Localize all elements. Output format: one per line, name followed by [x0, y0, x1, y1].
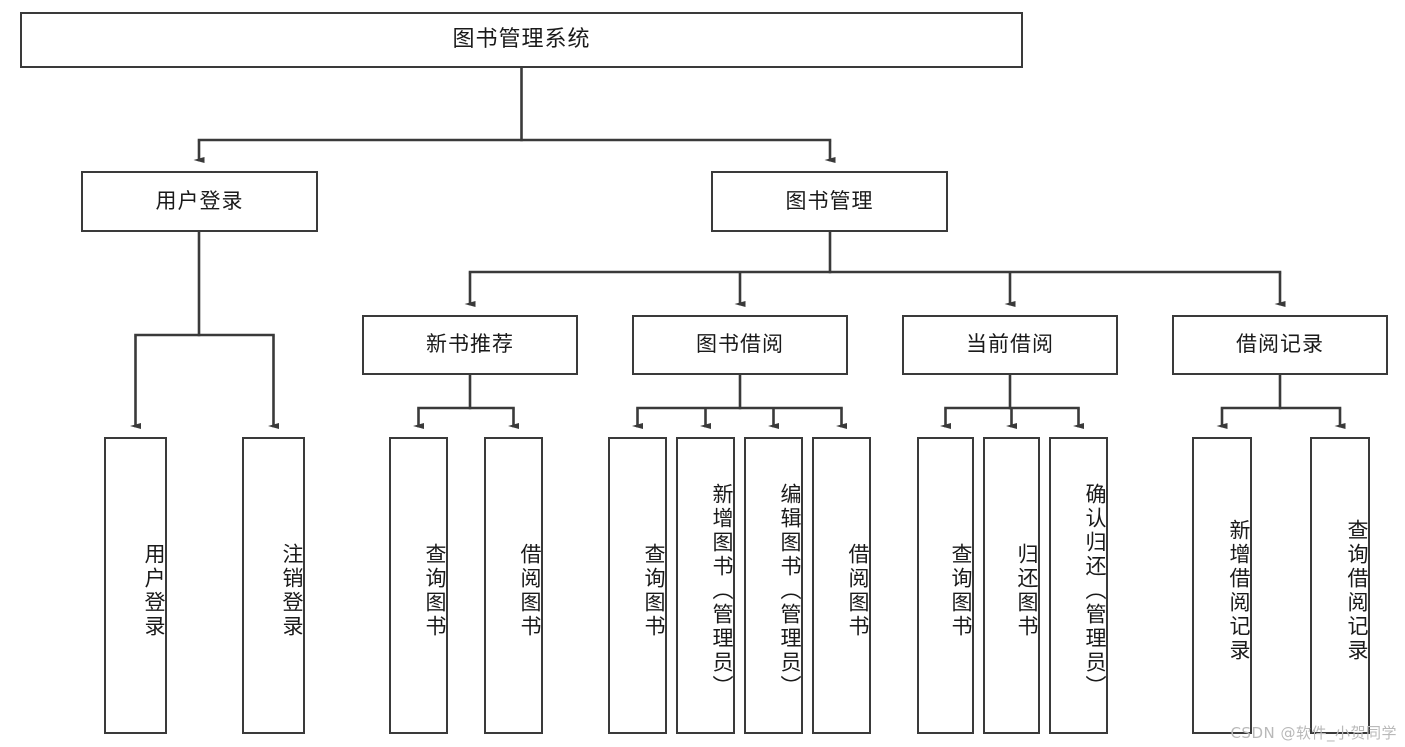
node-borrow-book-2[interactable]: 借阅图书 [812, 437, 871, 734]
leaf-label: 确认归还（管理员） [1083, 482, 1107, 699]
node-borrow-book-1[interactable]: 借阅图书 [484, 437, 543, 734]
node-root-book-management-system[interactable]: 图书管理系统 [20, 12, 1023, 68]
node-user-login[interactable]: 用户登录 [81, 171, 318, 232]
leaf-label: 用户登录 [142, 542, 166, 639]
leaf-label: 查询图书 [423, 542, 447, 639]
node-query-record[interactable]: 查询借阅记录 [1310, 437, 1370, 734]
node-new-book-recommendation[interactable]: 新书推荐 [362, 315, 578, 375]
leaf-label: 归还图书 [1015, 542, 1039, 639]
leaf-label: 新增图书（管理员） [710, 482, 734, 699]
node-query-book-3[interactable]: 查询图书 [917, 437, 974, 734]
watermark-credit: CSDN @软件_小贺同学 [1230, 724, 1397, 742]
leaf-label: 借阅图书 [846, 542, 870, 639]
node-add-book[interactable]: 新增图书（管理员） [676, 437, 735, 734]
node-return-book[interactable]: 归还图书 [983, 437, 1040, 734]
leaf-label: 注销登录 [280, 542, 304, 639]
node-edit-book[interactable]: 编辑图书（管理员） [744, 437, 803, 734]
node-confirm-return[interactable]: 确认归还（管理员） [1049, 437, 1108, 734]
node-query-book-1[interactable]: 查询图书 [389, 437, 448, 734]
node-book-management[interactable]: 图书管理 [711, 171, 948, 232]
leaf-label: 查询图书 [949, 542, 973, 639]
node-add-record[interactable]: 新增借阅记录 [1192, 437, 1252, 734]
node-logout[interactable]: 注销登录 [242, 437, 305, 734]
leaf-label: 借阅图书 [518, 542, 542, 639]
node-current-borrowing[interactable]: 当前借阅 [902, 315, 1118, 375]
node-user-login[interactable]: 用户登录 [104, 437, 167, 734]
node-borrowing-records[interactable]: 借阅记录 [1172, 315, 1388, 375]
leaf-label: 查询图书 [642, 542, 666, 639]
node-book-borrowing[interactable]: 图书借阅 [632, 315, 848, 375]
leaf-label: 新增借阅记录 [1227, 518, 1251, 663]
leaf-label: 编辑图书（管理员） [778, 482, 802, 699]
leaf-label: 查询借阅记录 [1345, 518, 1369, 663]
node-query-book-2[interactable]: 查询图书 [608, 437, 667, 734]
